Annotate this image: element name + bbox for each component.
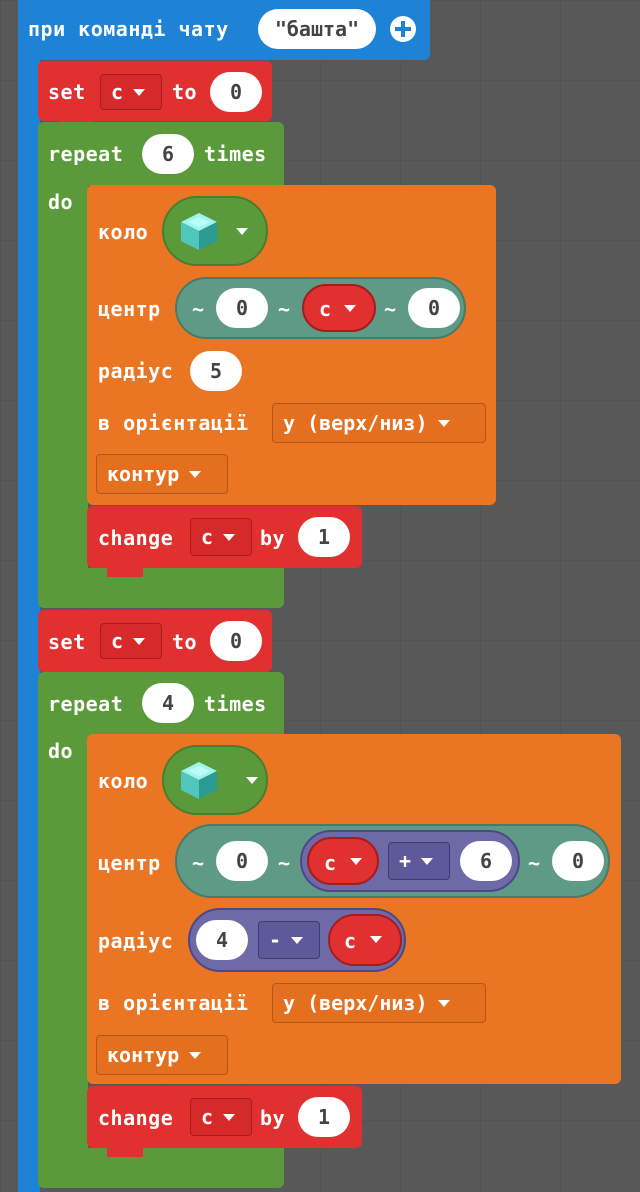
z-input[interactable]: 0 bbox=[408, 288, 460, 328]
event-block-spine bbox=[18, 0, 40, 1192]
chevron-down-icon bbox=[437, 419, 450, 427]
center-label: центр bbox=[98, 297, 161, 321]
variable-dropdown[interactable]: c bbox=[100, 623, 162, 659]
chevron-down-icon bbox=[133, 637, 146, 645]
set-label: set bbox=[48, 630, 86, 654]
tilde-y: ~ bbox=[278, 851, 291, 875]
circle-label: коло bbox=[98, 220, 149, 244]
circle-label: коло bbox=[98, 769, 149, 793]
tilde-z: ~ bbox=[384, 297, 397, 321]
change-amount-input[interactable]: 1 bbox=[298, 517, 350, 557]
change-label: change bbox=[98, 526, 174, 550]
repeat-count-input[interactable]: 4 bbox=[142, 683, 194, 723]
repeat-block-2-spine bbox=[38, 736, 88, 1150]
chevron-down-icon bbox=[370, 936, 382, 943]
fill-mode-dropdown[interactable]: контур bbox=[96, 454, 228, 494]
chevron-down-icon[interactable] bbox=[236, 228, 248, 235]
chevron-down-icon bbox=[344, 305, 356, 312]
variable-c-reporter[interactable] bbox=[328, 914, 402, 966]
x-input[interactable]: 0 bbox=[216, 841, 268, 881]
radius-label: радіус bbox=[98, 929, 174, 953]
set-value-input[interactable]: 0 bbox=[210, 72, 262, 112]
tilde-x: ~ bbox=[192, 851, 205, 875]
orientation-dropdown[interactable]: y (верх/низ) bbox=[272, 983, 486, 1023]
chevron-down-icon bbox=[223, 1113, 236, 1121]
to-label: to bbox=[172, 630, 198, 654]
variable-dropdown[interactable]: c bbox=[190, 1098, 252, 1136]
variable-dropdown[interactable]: c bbox=[100, 74, 162, 110]
orientation-dropdown[interactable]: y (верх/низ) bbox=[272, 403, 486, 443]
chevron-down-icon[interactable] bbox=[246, 777, 258, 784]
add-amount-input[interactable]: 6 bbox=[460, 841, 512, 881]
to-label: to bbox=[172, 80, 198, 104]
chevron-down-icon bbox=[223, 533, 236, 541]
set-value-input[interactable]: 0 bbox=[210, 621, 262, 661]
chevron-down-icon bbox=[437, 999, 450, 1007]
repeat-label: repeat bbox=[48, 142, 124, 166]
repeat-label: repeat bbox=[48, 692, 124, 716]
chevron-down-icon bbox=[133, 88, 146, 96]
chevron-down-icon bbox=[291, 936, 304, 944]
chevron-down-icon bbox=[189, 470, 202, 478]
radius-input[interactable]: 5 bbox=[190, 351, 242, 391]
set-label: set bbox=[48, 80, 86, 104]
center-label: центр bbox=[98, 851, 161, 875]
variable-c-label: c bbox=[344, 929, 357, 953]
orientation-label: в орієнтації bbox=[98, 991, 249, 1015]
change-amount-input[interactable]: 1 bbox=[298, 1097, 350, 1137]
quote-close: " bbox=[347, 17, 360, 41]
do-label: do bbox=[48, 739, 74, 763]
repeat-count-input[interactable]: 6 bbox=[142, 134, 194, 174]
chevron-down-icon bbox=[350, 858, 362, 865]
repeat-block-2-footer bbox=[38, 1148, 284, 1188]
fill-mode-dropdown[interactable]: контур bbox=[96, 1035, 228, 1075]
chevron-down-icon bbox=[421, 857, 434, 865]
times-label: times bbox=[204, 692, 267, 716]
chevron-down-icon bbox=[189, 1051, 202, 1059]
repeat-block-1-spine bbox=[38, 186, 88, 568]
orientation-label: в орієнтації bbox=[98, 411, 249, 435]
x-input[interactable]: 0 bbox=[216, 288, 268, 328]
variable-c-reporter[interactable] bbox=[302, 284, 376, 332]
block-notch bbox=[107, 567, 143, 577]
variable-dropdown[interactable]: c bbox=[190, 518, 252, 556]
block-notch bbox=[107, 1147, 143, 1157]
radius-base-input[interactable]: 4 bbox=[196, 920, 248, 960]
z-input[interactable]: 0 bbox=[552, 841, 604, 881]
change-label: change bbox=[98, 1106, 174, 1130]
repeat-block-1-footer bbox=[38, 568, 284, 608]
variable-c-reporter[interactable] bbox=[307, 837, 379, 885]
tilde-y: ~ bbox=[278, 297, 291, 321]
diamond-block-icon bbox=[181, 213, 217, 250]
do-label: do bbox=[48, 190, 74, 214]
quote-open: " bbox=[274, 17, 287, 41]
variable-c-label: c bbox=[319, 297, 332, 321]
times-label: times bbox=[204, 142, 267, 166]
add-parameter-icon[interactable] bbox=[390, 16, 416, 42]
by-label: by bbox=[260, 526, 286, 550]
tilde-z: ~ bbox=[528, 851, 541, 875]
chat-command-input[interactable]: "башта" bbox=[258, 9, 376, 49]
math-operator-dropdown[interactable]: - bbox=[258, 921, 320, 959]
event-label: при команді чату bbox=[28, 17, 229, 41]
diamond-block-icon bbox=[181, 762, 217, 799]
by-label: by bbox=[260, 1106, 286, 1130]
math-operator-dropdown[interactable]: + bbox=[388, 842, 450, 880]
chat-command-value: башта bbox=[286, 17, 348, 41]
tilde-x: ~ bbox=[192, 297, 205, 321]
variable-c-label: c bbox=[324, 851, 337, 875]
radius-label: радіус bbox=[98, 359, 174, 383]
circle-block-1[interactable] bbox=[87, 185, 496, 505]
